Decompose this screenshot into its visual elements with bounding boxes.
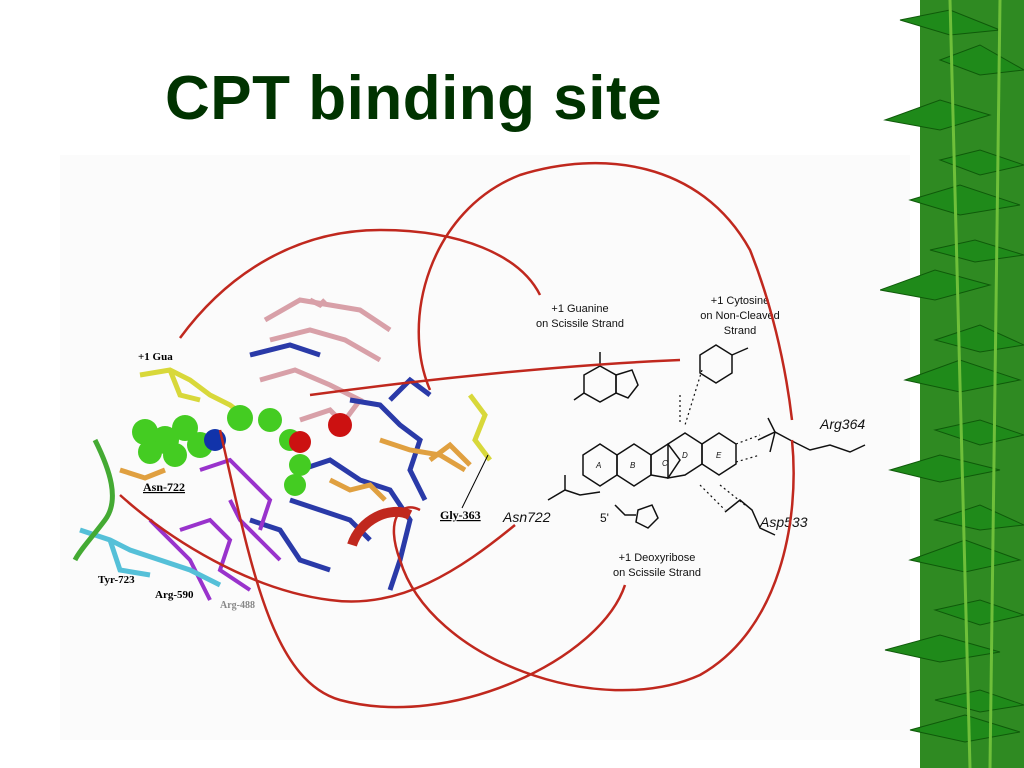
label-ring-a: A	[595, 461, 601, 470]
connector-asp533	[392, 439, 795, 692]
label-gly363: Gly-363	[440, 508, 481, 522]
connector-loop-arg364	[417, 161, 794, 421]
ring-c	[650, 442, 681, 479]
gly363-pointer	[461, 454, 489, 509]
green-helix	[72, 438, 115, 562]
label-ring-b: B	[630, 461, 636, 470]
label-ring-c: C	[662, 459, 668, 468]
label-ring-d: D	[682, 451, 688, 460]
asp533-chain	[724, 499, 776, 536]
slide-title: CPT binding site	[165, 64, 663, 133]
label-gua: +1 Gua	[138, 351, 173, 363]
tyr723-residue	[79, 527, 222, 588]
guanine-ring-2	[615, 369, 639, 399]
camptothecin-spacefill	[132, 405, 352, 496]
label-asp533: Asp533	[759, 514, 808, 530]
label-asn722-structure: Asn-722	[143, 480, 185, 494]
label-arg590: Arg-590	[155, 589, 194, 601]
connector-asn722	[119, 494, 516, 603]
label-cytosine-1: +1 Cytosine	[711, 295, 769, 307]
bamboo-border	[880, 0, 1024, 768]
deoxyribose-ring	[635, 504, 659, 529]
orange-residues	[119, 437, 472, 502]
connector-lines	[119, 161, 795, 709]
label-tyr723: Tyr-723	[98, 574, 135, 586]
label-ring-e: E	[716, 451, 722, 460]
label-arg488: Arg-488	[220, 600, 255, 611]
red-ribbon	[347, 506, 413, 547]
chemical-schematic	[547, 344, 866, 536]
connector-gua-guanine	[178, 228, 542, 339]
ring-e	[701, 432, 737, 476]
label-guanine-1: +1 Guanine	[551, 303, 608, 315]
purple-residues	[148, 457, 282, 601]
structure-labels: +1 Gua Asn-722 Gly-363 Tyr-723 Arg-590 A…	[98, 351, 489, 611]
label-deoxyribose-2: on Scissile Strand	[613, 567, 701, 579]
bamboo-stems	[948, 0, 1002, 768]
label-guanine-2: on Scissile Strand	[536, 318, 624, 330]
bamboo-leaves	[880, 9, 1024, 743]
schematic-labels: +1 Guanine on Scissile Strand +1 Cytosin…	[502, 295, 865, 579]
label-deoxyribose-1: +1 Deoxyribose	[619, 552, 696, 564]
label-cytosine-2: on Non-Cleaved	[700, 310, 780, 322]
asn722-chain	[547, 489, 601, 501]
connector-deoxyribose	[218, 429, 627, 709]
label-arg364: Arg364	[819, 416, 865, 432]
label-cytosine-3: Strand	[724, 325, 756, 337]
label-asn722-schematic: Asn722	[502, 509, 551, 525]
cytosine-ring	[699, 344, 733, 384]
label-five-prime: 5'	[600, 511, 609, 525]
connector-pink-cytosine	[309, 358, 681, 397]
